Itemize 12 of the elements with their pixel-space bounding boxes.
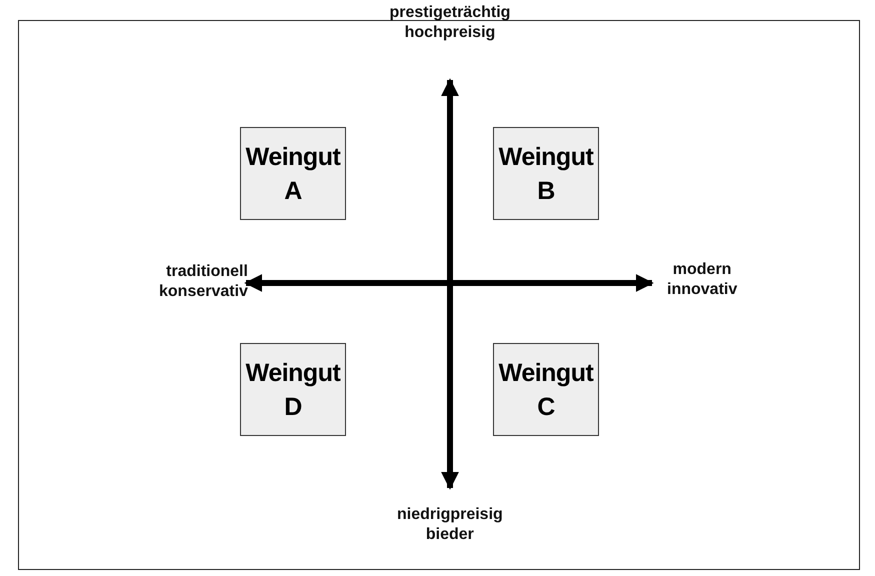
quadrant-box (493, 127, 599, 220)
box-label: Weingut D (246, 358, 340, 422)
axis-label: niedrigpreisig bieder (397, 505, 503, 545)
quadrant-box (240, 343, 346, 436)
quadrant-box (493, 343, 599, 436)
axis-label: prestigeträchtig hochpreisig (390, 3, 510, 43)
box-label: Weingut C (498, 358, 594, 422)
box-label: Weingut A (246, 142, 340, 206)
quadrant-box (240, 127, 346, 220)
axis-label: modern innovativ (667, 260, 738, 300)
axis-label: traditionell konservativ (159, 262, 248, 302)
box-label: Weingut B (498, 142, 594, 206)
